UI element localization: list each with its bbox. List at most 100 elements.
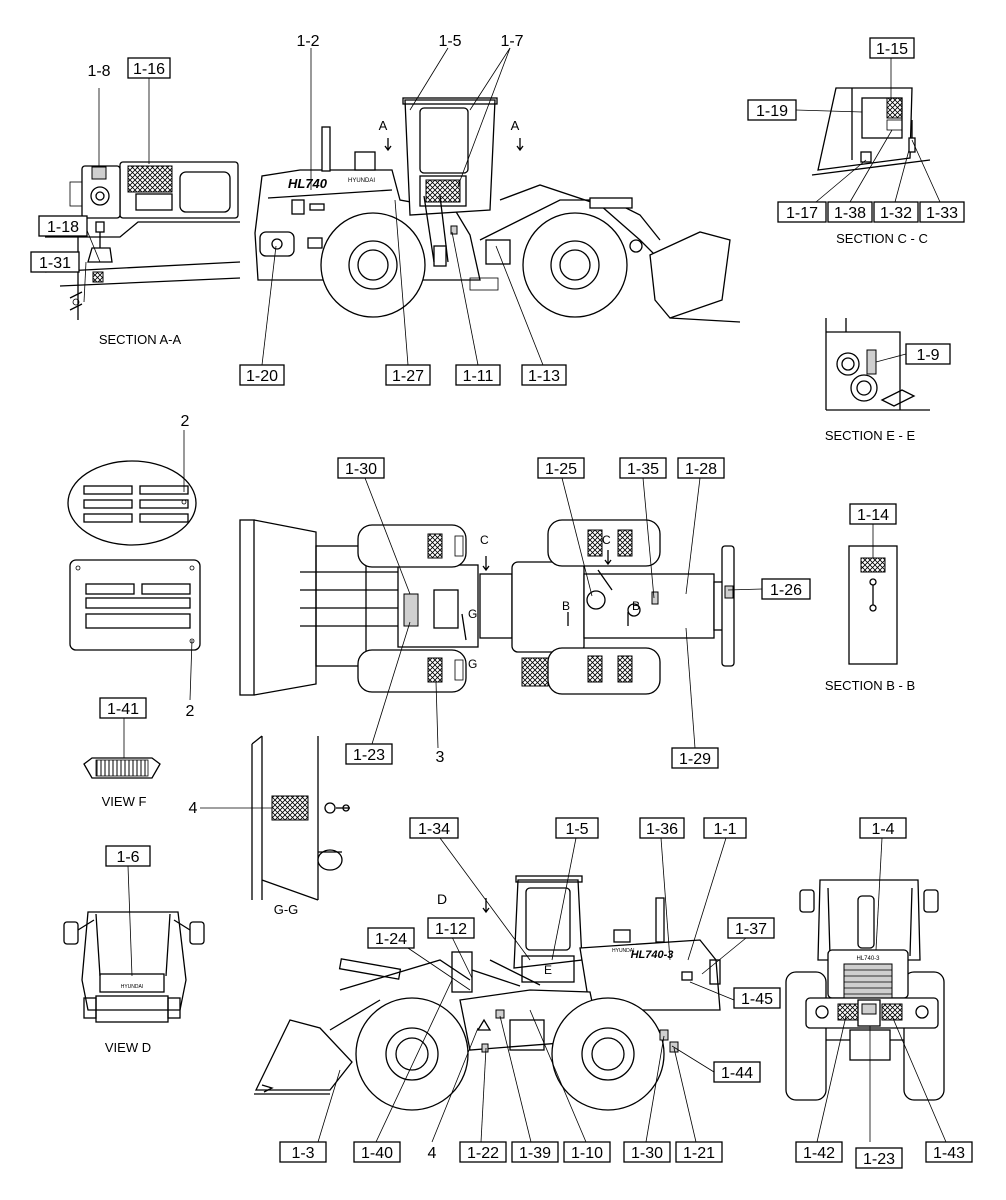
callout: 1-32 bbox=[873, 201, 919, 223]
label-section-c-c: SECTION C - C bbox=[836, 231, 928, 246]
view-f-detail bbox=[83, 757, 161, 779]
callout: 1-25 bbox=[537, 457, 585, 479]
svg-text:1-25: 1-25 bbox=[545, 461, 577, 478]
callout: 1-24 bbox=[367, 927, 415, 949]
marker-g-top: G bbox=[468, 607, 477, 621]
marker-g-bottom: G bbox=[468, 657, 477, 671]
svg-text:1-10: 1-10 bbox=[571, 1145, 603, 1162]
view-d-detail: HYUNDAI bbox=[63, 911, 205, 1023]
label-section-b-b: SECTION B - B bbox=[825, 678, 915, 693]
svg-text:3: 3 bbox=[436, 749, 445, 766]
section-b-b-view bbox=[848, 545, 898, 665]
svg-text:1-8: 1-8 bbox=[87, 63, 110, 80]
svg-text:1-2: 1-2 bbox=[296, 33, 319, 50]
callout: 1-40 bbox=[353, 1141, 401, 1163]
bottom-model-text: HL740-3 bbox=[631, 949, 674, 961]
svg-text:1-21: 1-21 bbox=[683, 1145, 715, 1162]
callout: 1-12 bbox=[427, 917, 475, 939]
callout: 1-38 bbox=[827, 201, 873, 223]
callout: A bbox=[379, 118, 388, 133]
callout: 1-14 bbox=[849, 503, 897, 525]
callout: 1-28 bbox=[677, 457, 725, 479]
svg-text:1-29: 1-29 bbox=[679, 751, 711, 768]
callout: 1-9 bbox=[905, 343, 951, 365]
callout: 2 bbox=[181, 413, 190, 430]
svg-text:1-5: 1-5 bbox=[438, 33, 461, 50]
callout: 1-43 bbox=[925, 1141, 973, 1163]
svg-text:1-38: 1-38 bbox=[834, 205, 866, 222]
svg-text:1-17: 1-17 bbox=[786, 205, 818, 222]
view-d-brand-text: HYUNDAI bbox=[121, 984, 144, 990]
callout: 1-18 bbox=[38, 215, 88, 237]
oval-plate-2 bbox=[67, 460, 197, 546]
svg-text:1-39: 1-39 bbox=[519, 1145, 551, 1162]
label-view-f: VIEW F bbox=[102, 794, 147, 809]
svg-text:1-12: 1-12 bbox=[435, 921, 467, 938]
callout: 1-39 bbox=[511, 1141, 559, 1163]
callout-labels: 1-16 1-8 1-18 1-31 1-2 1-5 1-7 A A 1-20 … bbox=[30, 33, 973, 1169]
svg-text:1-36: 1-36 bbox=[646, 821, 678, 838]
svg-text:1-24: 1-24 bbox=[375, 931, 407, 948]
svg-text:1-13: 1-13 bbox=[528, 368, 560, 385]
label-view-d: VIEW D bbox=[105, 1040, 151, 1055]
callout: 1-11 bbox=[455, 364, 501, 386]
callout: 1-45 bbox=[733, 987, 781, 1009]
svg-text:A: A bbox=[511, 118, 520, 133]
callout: 1-29 bbox=[671, 747, 719, 769]
svg-text:1-26: 1-26 bbox=[770, 582, 802, 599]
svg-text:1-41: 1-41 bbox=[107, 701, 139, 718]
callout: 1-33 bbox=[919, 201, 965, 223]
label-section-e-e: SECTION E - E bbox=[825, 428, 916, 443]
marker-c-left: C bbox=[480, 533, 489, 547]
callout: 1-35 bbox=[619, 457, 667, 479]
svg-text:1-4: 1-4 bbox=[871, 821, 894, 838]
svg-text:1-5: 1-5 bbox=[565, 821, 588, 838]
rect-plate-2 bbox=[69, 559, 201, 651]
callout: 1-6 bbox=[105, 845, 151, 867]
svg-text:1-14: 1-14 bbox=[857, 507, 889, 524]
svg-text:1-19: 1-19 bbox=[756, 103, 788, 120]
svg-text:1-45: 1-45 bbox=[741, 991, 773, 1008]
rear-view: HL740-3 bbox=[785, 879, 945, 1101]
label-section-g-g: G-G bbox=[274, 902, 299, 917]
callout: 1-19 bbox=[747, 99, 797, 121]
callout: 1-20 bbox=[239, 364, 285, 386]
svg-text:1-9: 1-9 bbox=[916, 347, 939, 364]
svg-text:1-34: 1-34 bbox=[418, 821, 450, 838]
svg-text:4: 4 bbox=[189, 800, 198, 817]
callout: 1-10 bbox=[563, 1141, 611, 1163]
side-model-text: HL740 bbox=[288, 176, 328, 191]
callout: 3 bbox=[436, 749, 445, 766]
callout: 1-1 bbox=[703, 817, 747, 839]
callout: 1-31 bbox=[30, 251, 80, 273]
callout: 1-13 bbox=[521, 364, 567, 386]
bottom-brand-text: HYUNDAI bbox=[612, 948, 635, 954]
section-e-e-view bbox=[825, 318, 930, 411]
callout: 4 bbox=[428, 1145, 437, 1162]
callout: 1-4 bbox=[859, 817, 907, 839]
section-c-c-view bbox=[811, 87, 931, 176]
svg-text:1-18: 1-18 bbox=[47, 219, 79, 236]
svg-text:1-30: 1-30 bbox=[631, 1145, 663, 1162]
callout: 1-23 bbox=[345, 743, 393, 765]
svg-text:1-33: 1-33 bbox=[926, 205, 958, 222]
svg-text:1-40: 1-40 bbox=[361, 1145, 393, 1162]
callout: 1-44 bbox=[713, 1061, 761, 1083]
svg-text:1-6: 1-6 bbox=[116, 849, 139, 866]
marker-b-right: B bbox=[632, 599, 640, 613]
svg-text:2: 2 bbox=[181, 413, 190, 430]
callout: 1-34 bbox=[409, 817, 459, 839]
label-section-a-a: SECTION A-A bbox=[99, 332, 182, 347]
callout: 1-2 bbox=[296, 33, 319, 50]
callout: 1-30 bbox=[337, 457, 385, 479]
svg-text:1-11: 1-11 bbox=[463, 368, 494, 385]
callout: 1-5 bbox=[438, 33, 461, 50]
svg-text:1-27: 1-27 bbox=[392, 368, 424, 385]
svg-text:1-15: 1-15 bbox=[876, 41, 908, 58]
callout: 1-5 bbox=[555, 817, 599, 839]
rear-brand-text: HL740-3 bbox=[856, 956, 880, 962]
svg-text:1-43: 1-43 bbox=[933, 1145, 965, 1162]
callout: 1-16 bbox=[127, 57, 171, 79]
top-plan-view bbox=[239, 519, 735, 696]
callout: 1-8 bbox=[87, 63, 110, 80]
